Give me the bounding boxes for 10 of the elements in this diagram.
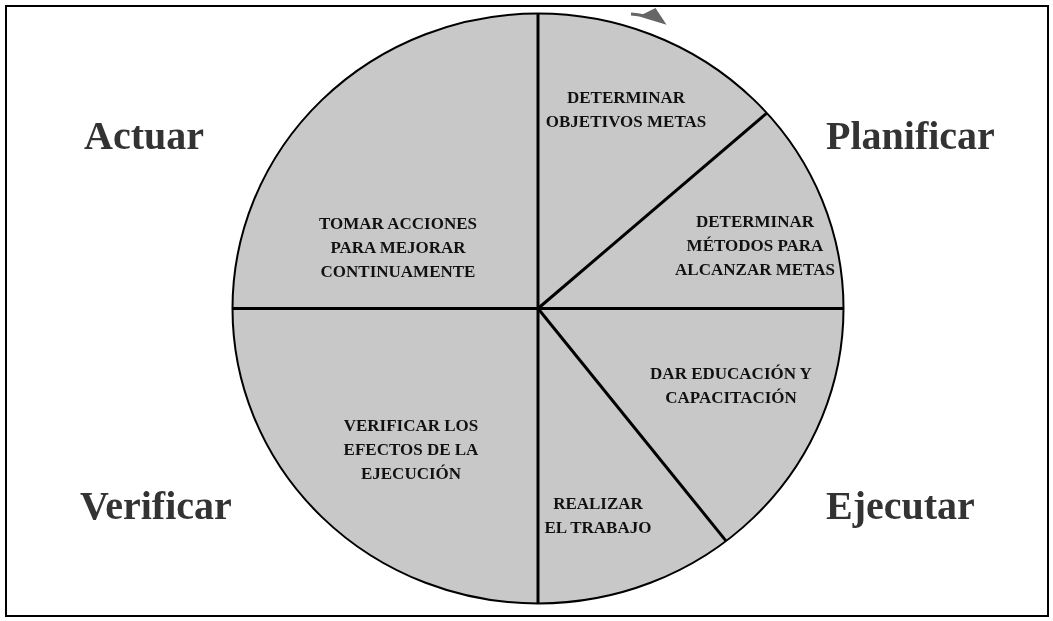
sector-text: DETERMINAR OBJETIVOS METAS [531, 86, 721, 134]
sector-text: TOMAR ACCIONES PARA MEJORAR CONTINUAMENTE [303, 212, 493, 284]
phase-label: Planificar [826, 112, 995, 159]
phase-label: Actuar [84, 112, 204, 159]
sector-text: DAR EDUCACIÓN Y CAPACITACIÓN [631, 362, 831, 410]
sector-text: VERIFICAR LOS EFECTOS DE LA EJECUCIÓN [311, 414, 511, 486]
sector-text: DETERMINAR MÉTODOS PARA ALCANZAR METAS [671, 210, 839, 282]
sector-text: REALIZAR EL TRABAJO [543, 492, 653, 540]
phase-label: Ejecutar [826, 482, 975, 529]
phase-label: Verificar [80, 482, 232, 529]
